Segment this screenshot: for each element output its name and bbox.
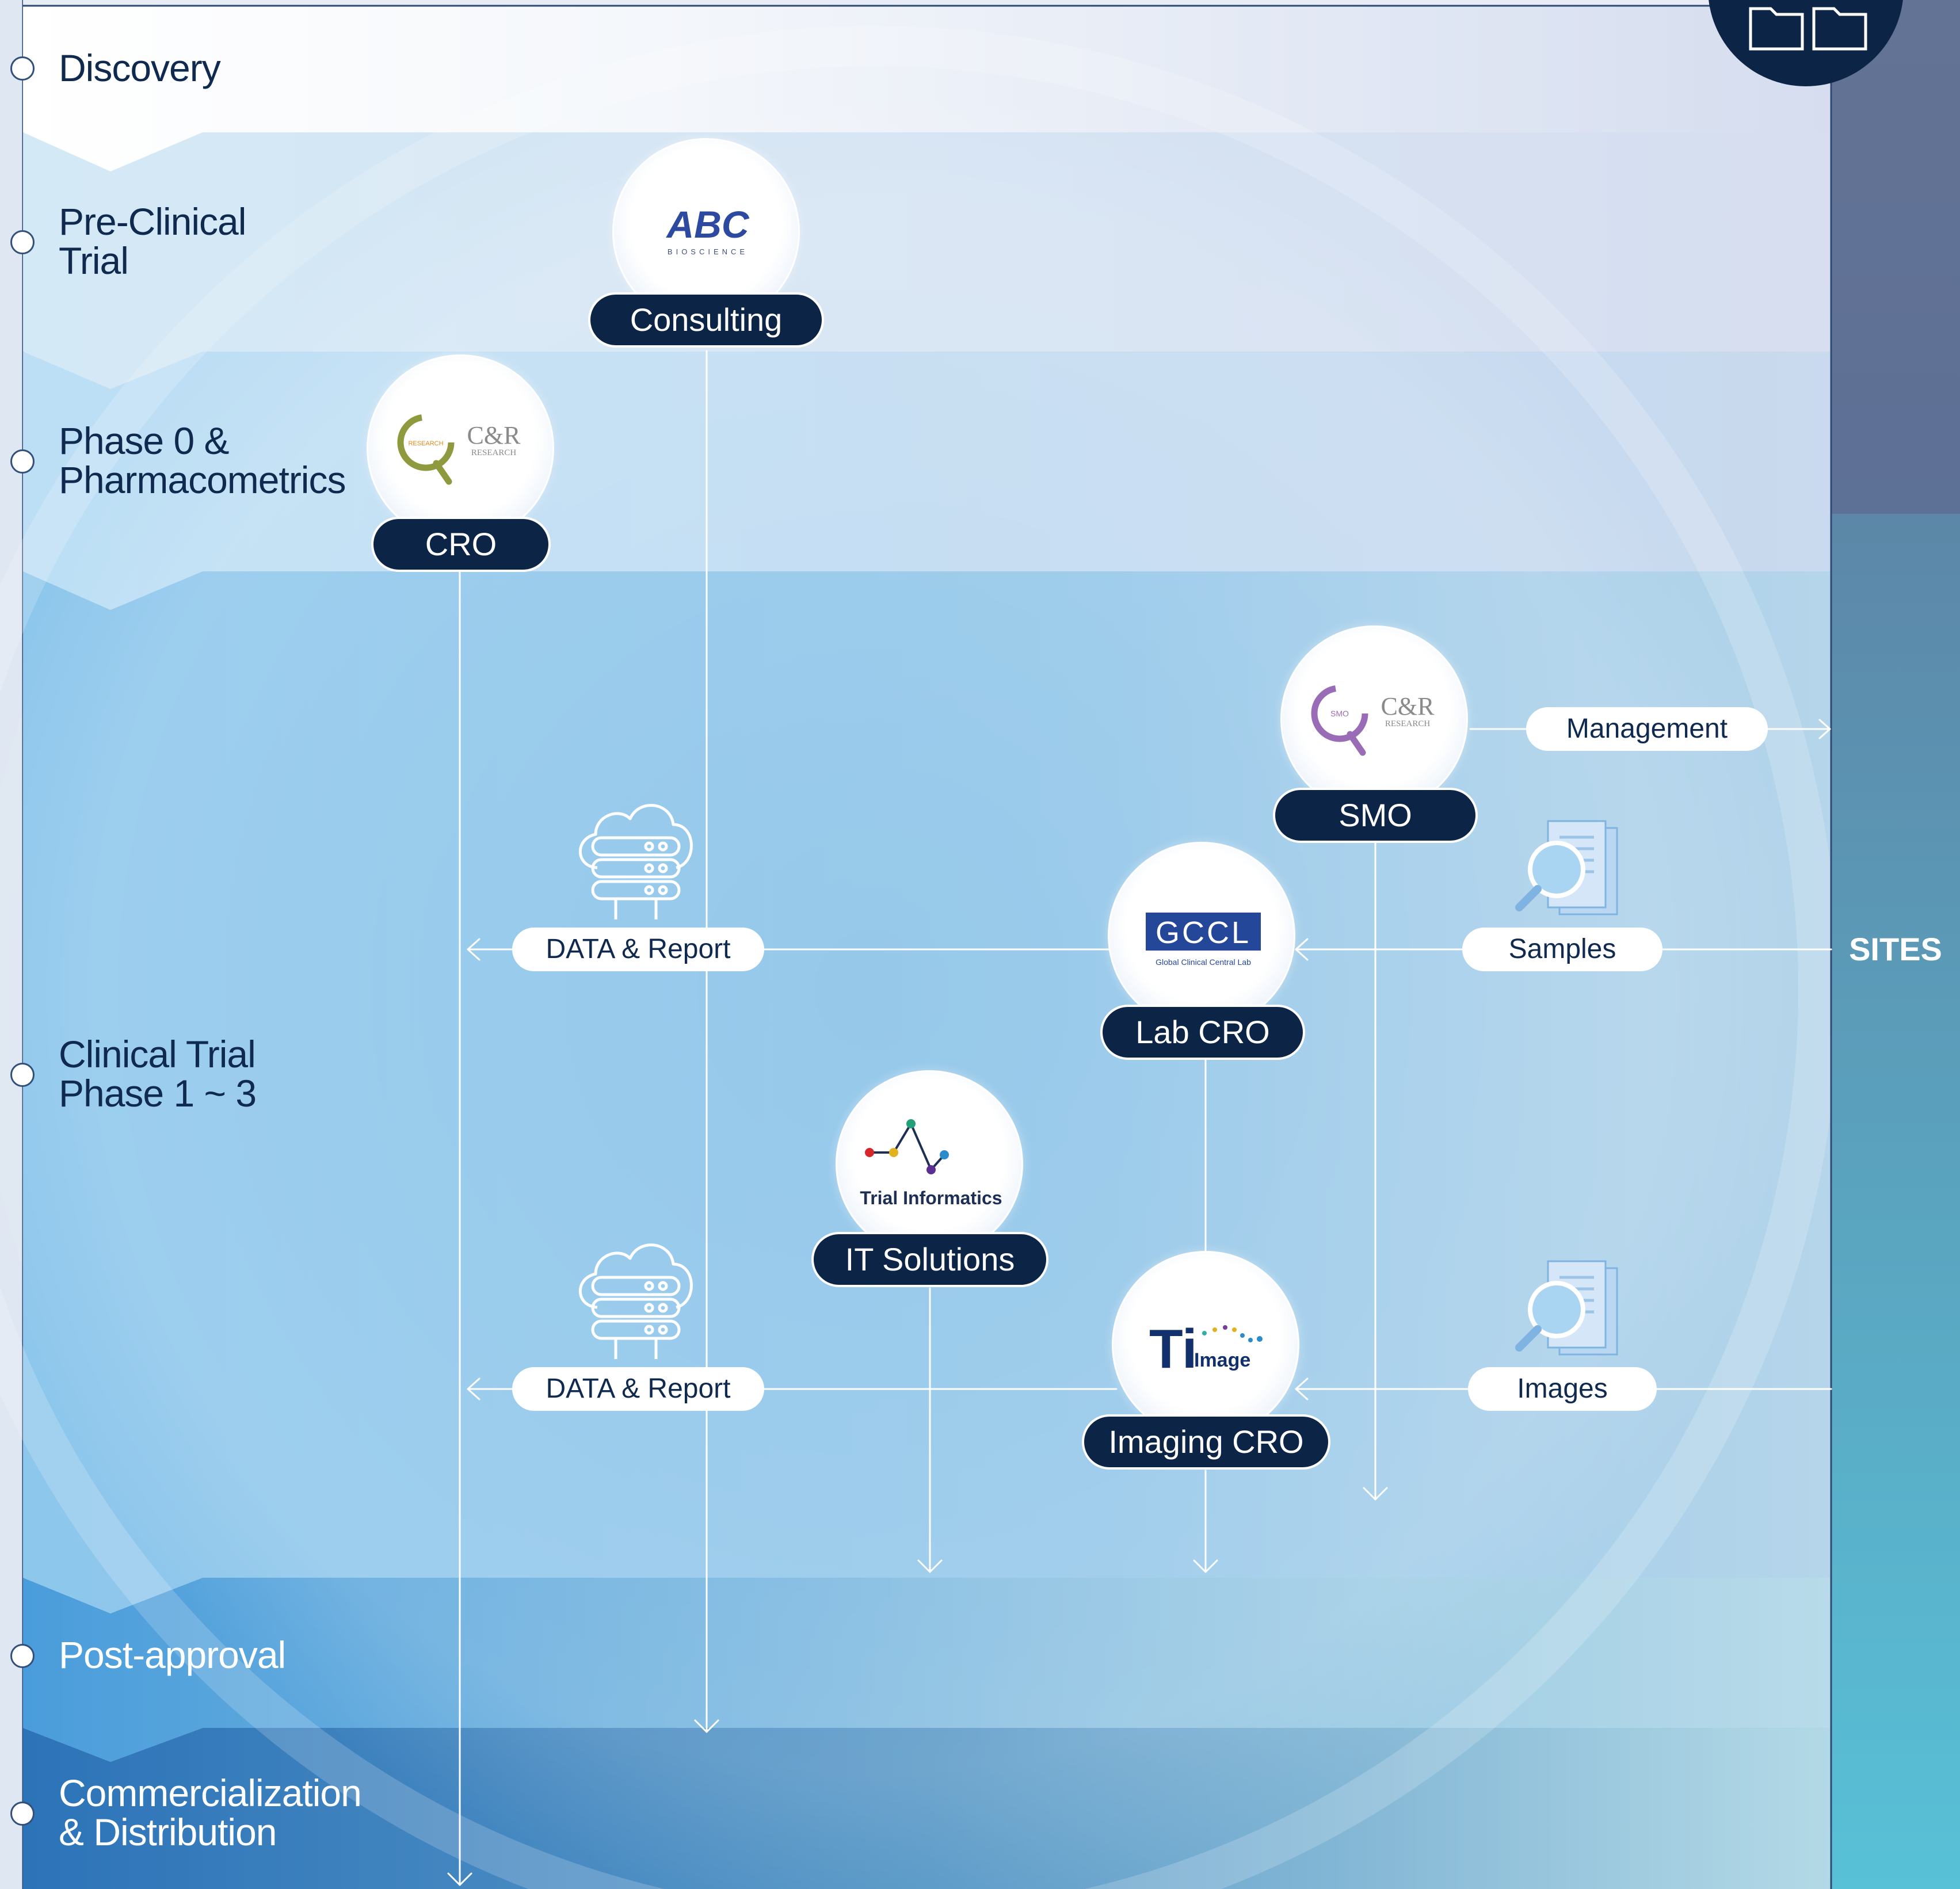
stage-preclinical: Pre-Clinical Trial bbox=[59, 200, 246, 282]
consulting-label: Consulting bbox=[588, 292, 824, 348]
stage-dot-clinical bbox=[10, 1063, 35, 1087]
imaging-cro-bubble: Ti Image bbox=[1112, 1251, 1299, 1438]
data-report-pill-1: DATA & Report bbox=[512, 928, 764, 971]
ti-image-logo: Ti Image bbox=[1149, 1318, 1263, 1380]
data-report-pill-2: DATA & Report bbox=[512, 1367, 764, 1411]
stage-dot-preclinical bbox=[10, 230, 35, 254]
imaging-cro-label: Imaging CRO bbox=[1082, 1414, 1330, 1470]
smo-logo-text: C&R bbox=[1381, 692, 1435, 720]
it-logo-text: Trial Informatics bbox=[860, 1188, 1002, 1208]
it-solutions-label: IT Solutions bbox=[811, 1232, 1048, 1287]
cro-ring-text: RESEARCH bbox=[408, 440, 443, 447]
lab-cro-label: Lab CRO bbox=[1100, 1005, 1305, 1060]
consulting-logo-text: ABC bbox=[666, 206, 750, 246]
cro-logo-subtext: RESEARCH bbox=[471, 448, 517, 457]
gccl-logo: GCCL Global Clinical Central Lab bbox=[1146, 913, 1261, 967]
stage-commercial: Commercialization & Distribution bbox=[59, 1772, 362, 1853]
stage-dot-commercial bbox=[10, 1802, 35, 1826]
trial-informatics-logo: Trial Informatics bbox=[860, 1119, 1002, 1208]
samples-pill: Samples bbox=[1462, 928, 1662, 971]
stage-dot-discovery bbox=[10, 56, 35, 81]
imaging-logo-text: Ti bbox=[1149, 1318, 1198, 1380]
stage-discovery: Discovery bbox=[59, 47, 221, 89]
cr-research-smo-logo: SMO C&R RESEARCH bbox=[1311, 685, 1435, 756]
cloud-server-icon bbox=[578, 1243, 693, 1359]
management-pill: Management bbox=[1526, 707, 1768, 751]
images-pill: Images bbox=[1468, 1367, 1657, 1411]
smo-bubble: SMO C&R RESEARCH bbox=[1280, 625, 1468, 813]
lab-cro-bubble: GCCL Global Clinical Central Lab bbox=[1108, 842, 1295, 1029]
stage-clinical: Clinical Trial Phase 1 ~ 3 bbox=[59, 1033, 257, 1115]
sites-label: SITES bbox=[1849, 931, 1942, 967]
cro-bubble: RESEARCH C&R RESEARCH bbox=[367, 354, 554, 542]
lab-cro-logo-text: GCCL bbox=[1156, 915, 1251, 950]
lab-cro-logo-subtext: Global Clinical Central Lab bbox=[1156, 957, 1251, 967]
smo-label: SMO bbox=[1273, 788, 1478, 843]
stage-dot-postapproval bbox=[10, 1644, 35, 1668]
stage-dot-phase0 bbox=[10, 449, 35, 474]
stage-postapproval: Post-approval bbox=[59, 1634, 286, 1676]
document-search-icon bbox=[1515, 820, 1618, 915]
it-solutions-bubble: Trial Informatics bbox=[836, 1070, 1023, 1258]
stage-phase0: Phase 0 & Pharmacometrics bbox=[59, 419, 346, 501]
cro-label: CRO bbox=[371, 517, 551, 572]
folder-icon bbox=[1749, 7, 1867, 51]
document-search-icon bbox=[1515, 1260, 1618, 1356]
cr-research-logo: RESEARCH C&R RESEARCH bbox=[397, 414, 521, 485]
smo-logo-subtext: RESEARCH bbox=[1385, 719, 1431, 728]
cro-logo-text: C&R bbox=[467, 421, 521, 449]
consulting-logo-subtext: BIOSCIENCE bbox=[668, 247, 748, 256]
abc-bioscience-logo: ABC BIOSCIENCE bbox=[666, 206, 750, 256]
imaging-logo-subtext: Image bbox=[1194, 1349, 1250, 1371]
cloud-server-icon bbox=[578, 804, 693, 919]
smo-ring-text: SMO bbox=[1330, 709, 1349, 718]
